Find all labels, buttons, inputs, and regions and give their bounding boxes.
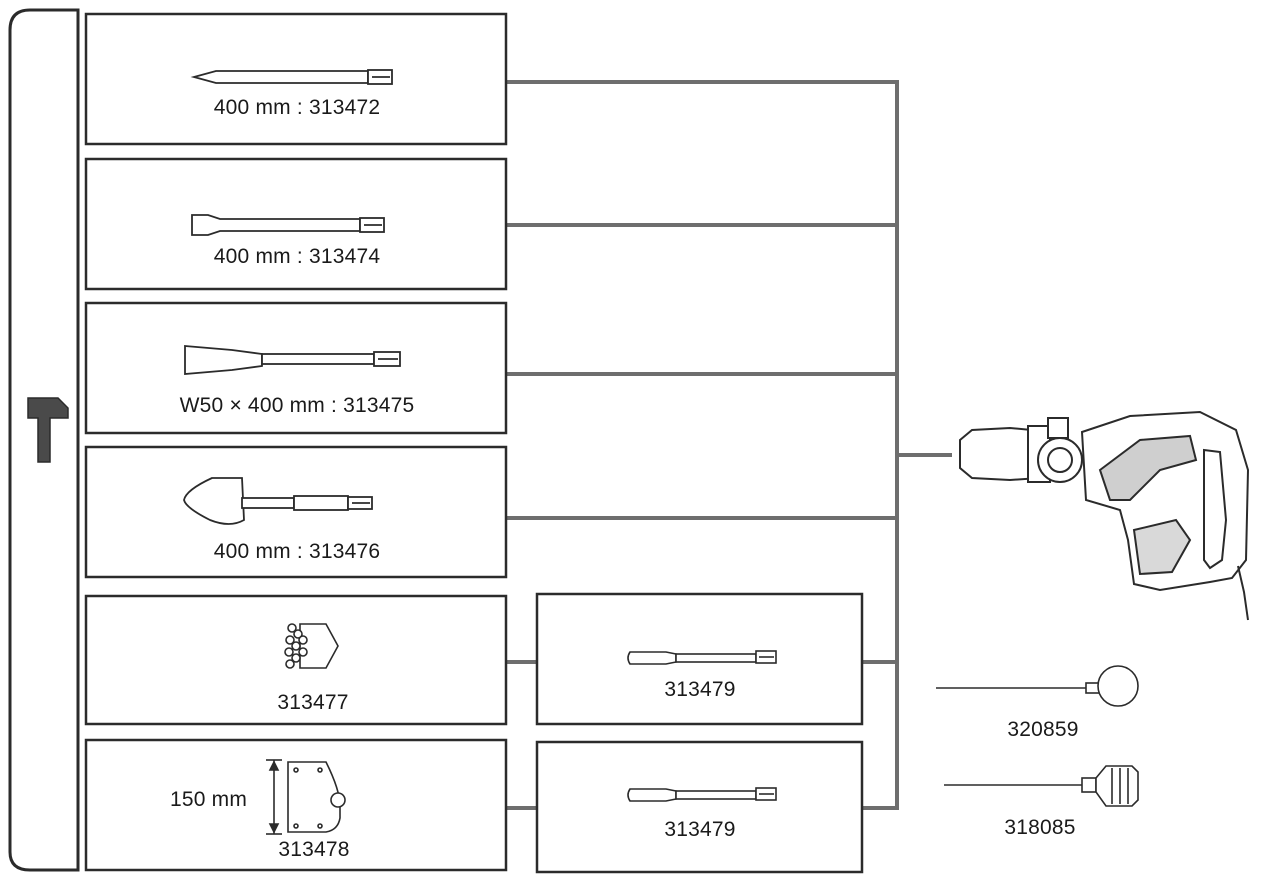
adapter-label-1: 313479 bbox=[664, 678, 736, 701]
adapter-shank-icon bbox=[627, 650, 777, 665]
accessory-box-3 bbox=[84, 301, 508, 435]
accessory-box-4 bbox=[84, 445, 508, 579]
extra-label-318085: 318085 bbox=[1004, 816, 1076, 839]
accessory-label-313474: 400 mm : 313474 bbox=[213, 245, 381, 268]
cold-chisel-icon bbox=[191, 214, 385, 236]
dust-cup-icon bbox=[936, 665, 1139, 707]
cleaning-brush-icon bbox=[944, 765, 1139, 807]
rotary-hammer-icon bbox=[959, 410, 1250, 621]
extra-label-320859: 320859 bbox=[1007, 718, 1079, 741]
connector-lines bbox=[506, 80, 952, 810]
adapter-label-2: 313479 bbox=[664, 818, 736, 841]
adapter-shank-icon bbox=[627, 787, 777, 802]
accessory-label-313476: 400 mm : 313476 bbox=[213, 540, 381, 563]
dimension-arrow bbox=[266, 759, 282, 835]
bull-point-chisel-icon bbox=[190, 69, 393, 85]
accessory-label-313478: 313478 bbox=[278, 838, 350, 861]
scaling-chisel-icon bbox=[184, 345, 401, 375]
accessory-boxes bbox=[84, 12, 864, 874]
accessory-label-313477: 313477 bbox=[277, 691, 349, 714]
accessory-label-313472: 400 mm : 313472 bbox=[213, 96, 381, 119]
bushing-tool-icon bbox=[284, 623, 339, 669]
dimension-label: 150 mm bbox=[170, 788, 248, 811]
accessory-label-313475: W50 × 400 mm : 313475 bbox=[179, 394, 415, 417]
adapter-box-2 bbox=[535, 740, 864, 874]
clay-spade-icon bbox=[183, 477, 373, 525]
tamper-plate-icon bbox=[287, 761, 346, 833]
hammer-mode-icon bbox=[27, 397, 69, 463]
